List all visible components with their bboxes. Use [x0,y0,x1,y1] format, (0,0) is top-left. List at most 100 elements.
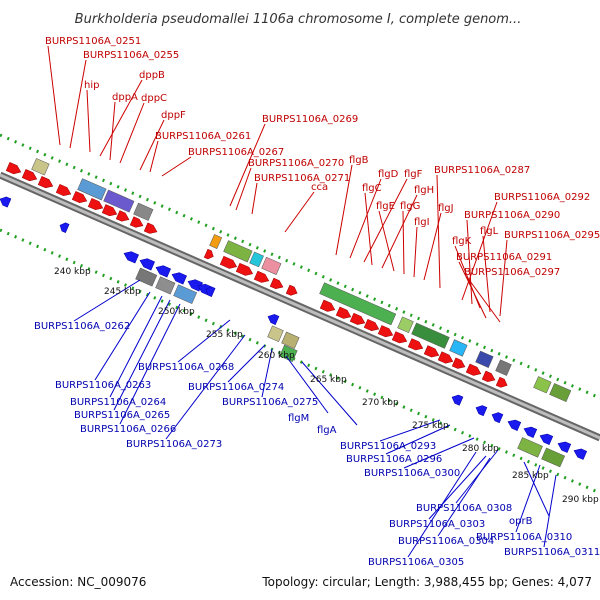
reverse-leader-line [109,295,163,398]
reverse-gene-label: BURPS1106A_0305 [368,557,464,568]
reverse-gene-label: BURPS1106A_0264 [70,397,166,408]
feature-block [549,383,572,403]
reverse-gene-arrow [0,196,12,208]
feature-block [249,251,264,268]
reverse-leader-line [455,449,499,504]
forward-leader-line [69,59,87,149]
forward-gene-label: BURPS1106A_0297 [464,267,560,278]
forward-leader-line [99,79,143,157]
reverse-gene-label: BURPS1106A_0266 [80,424,176,435]
forward-gene-label: flgG [400,201,420,212]
forward-leader-line [284,191,315,233]
forward-gene-arrow [115,210,130,222]
reverse-gene-label: BURPS1106A_0296 [346,454,442,465]
feature-block [77,178,107,201]
forward-gene-label: BURPS1106A_0269 [262,114,358,125]
forward-leader-line [161,156,192,177]
reverse-gene-arrow [267,314,280,325]
gene-labels: BURPS1106A_0251BURPS1106A_0255hipdppBdpp… [34,36,600,568]
feature-block [279,344,298,363]
forward-gene-label: BURPS1106A_0255 [83,50,179,61]
forward-gene-label: hip [84,80,99,91]
forward-leader-line [139,119,165,171]
reverse-leader-line [285,355,329,414]
forward-gene-label: BURPS1106A_0287 [434,165,530,176]
reverse-leader-line [428,455,487,520]
forward-leader-line [109,101,116,161]
forward-leader-line [363,178,408,263]
chromosome-backbone [0,171,600,442]
scale-tick-label: 245 kbp [104,287,141,297]
reverse-gene-arrow [59,222,70,233]
reverse-leader-line [403,437,475,469]
forward-leader-line [349,178,382,259]
forward-gene-arrow [21,169,38,182]
forward-leader-line [119,102,145,164]
feature-block [261,256,282,275]
forward-gene-label: flgJ [438,203,454,214]
forward-gene-arrow [423,345,440,358]
scale-tick-label: 240 kbp [54,267,91,277]
forward-gene-arrow [407,338,424,351]
forward-gene-arrow [219,255,238,269]
reverse-leader-line [119,303,181,425]
scale-tick-label: 250 kbp [158,307,195,317]
reverse-gene-arrow [451,394,464,406]
reverse-gene-label: BURPS1106A_0262 [34,321,130,332]
reverse-gene-arrow [171,272,187,285]
forward-leader-line [466,219,473,305]
reverse-gene-label: BURPS1106A_0293 [340,441,436,452]
feature-block [475,350,494,368]
forward-gene-label: BURPS1106A_0290 [464,210,560,221]
forward-gene-arrow [335,306,352,319]
forward-leader-line [235,167,252,211]
scale-tick-label: 290 kbp [562,495,599,505]
feature-block [411,322,450,349]
reverse-leader-line [515,464,541,533]
forward-gene-label: BURPS1106A_0261 [155,131,251,142]
forward-gene-label: cca [311,182,328,193]
forward-gene-arrow [5,162,22,175]
forward-gene-arrow [285,284,298,296]
forward-gene-label: BURPS1106A_0270 [248,158,344,169]
feature-block [133,202,154,221]
forward-gene-arrow [71,190,88,204]
feature-block [495,359,512,376]
reverse-leader-line [227,344,266,383]
feature-block [223,240,253,263]
reverse-gene-label: BURPS1106A_0275 [222,397,318,408]
forward-leader-line [251,182,258,215]
reverse-gene-label: flgA [317,425,337,436]
label-leader-lines [47,45,557,558]
scale-tick-label: 275 kbp [412,421,449,431]
scale-tick-label: 270 kbp [362,398,399,408]
forward-gene-arrow [129,216,144,228]
forward-gene-arrow [253,270,270,283]
forward-leader-line [482,235,491,313]
forward-gene-label: BURPS1106A_0291 [456,252,552,263]
forward-gene-arrow [87,197,104,211]
forward-gene-label: flgH [414,185,434,196]
feature-block [155,276,176,295]
reverse-gene-label: BURPS1106A_0263 [55,380,151,391]
reverse-leader-line [73,279,141,322]
reverse-gene-arrow [523,426,538,438]
forward-gene-label: dppB [139,70,165,81]
feature-block [267,325,284,342]
forward-leader-line [466,276,501,323]
reverse-leader-line [407,451,477,558]
reverse-gene-label: oprB [509,516,533,527]
forward-leader-line [378,210,395,272]
reverse-gene-arrow [139,258,155,271]
feature-layer [0,158,588,468]
accession-text: Accession: NC_009076 [10,575,146,589]
reverse-gene-arrow [539,433,554,445]
reverse-leader-line [94,291,151,381]
feature-block [397,316,414,333]
reverse-gene-label: BURPS1106A_0303 [389,519,485,530]
reverse-gene-arrow [205,286,216,297]
forward-gene-arrow [101,204,118,217]
forward-leader-line [458,261,487,319]
